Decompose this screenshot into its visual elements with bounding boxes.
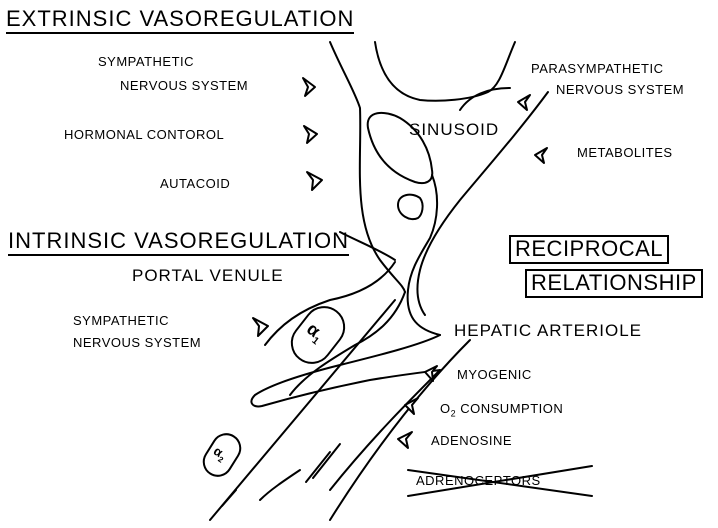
intrinsic-sympathetic-line1: SYMPATHETIC: [73, 314, 169, 327]
portal-venule-label: PORTAL VENULE: [132, 267, 284, 284]
adrenoceptors-label: ADRENOCEPTORS: [416, 474, 541, 487]
parasympathetic-line1: PARASYMPATHETIC: [531, 62, 663, 75]
sinusoid-label: SINUSOID: [409, 121, 499, 138]
sinusoid-small-island: [398, 195, 423, 219]
hepatic-arteriole-label: HEPATIC ARTERIOLE: [454, 322, 642, 339]
extrinsic-sympathetic-line1: SYMPATHETIC: [98, 55, 194, 68]
extrinsic-sympathetic-line2: NERVOUS SYSTEM: [120, 79, 248, 92]
vessel-segment-4: [313, 444, 340, 478]
arrow-icon: [304, 126, 317, 143]
hepatic-arteriole-wall: [251, 335, 440, 406]
intrinsic-sympathetic-line2: NERVOUS SYSTEM: [73, 336, 201, 349]
relationship-box: RELATIONSHIP: [525, 269, 703, 298]
metabolites-label: METABOLITES: [577, 146, 673, 159]
arrow-icon: [307, 172, 322, 190]
arrow-icon: [535, 148, 547, 163]
parasympathetic-line2: NERVOUS SYSTEM: [556, 83, 684, 96]
vessel-wall-upper-branch: [460, 88, 510, 110]
o2-consumption-label: O2 CONSUMPTION: [440, 402, 563, 419]
hormonal-control-label: HORMONAL CONTOROL: [64, 128, 224, 141]
vessel-segment-1: [306, 452, 330, 482]
vessel-wall-right: [408, 175, 440, 335]
vessel-wall-top-right: [375, 42, 515, 101]
diagonal-vessel-right: [330, 340, 470, 520]
intrinsic-heading: INTRINSIC VASOREGULATION: [8, 230, 349, 256]
myogenic-label: MYOGENIC: [457, 368, 532, 381]
arrow-icon: [398, 432, 412, 448]
autacoid-label: AUTACOID: [160, 177, 230, 190]
arrow-icon: [303, 78, 315, 96]
vessel-segment-2: [260, 470, 300, 500]
arrow-icon: [253, 318, 268, 336]
vessel-segment-3: [222, 490, 236, 506]
extrinsic-heading: EXTRINSIC VASOREGULATION: [6, 8, 354, 34]
adenosine-label: ADENOSINE: [431, 434, 512, 447]
arrow-icon: [518, 95, 530, 110]
reciprocal-box: RECIPROCAL: [509, 235, 669, 264]
